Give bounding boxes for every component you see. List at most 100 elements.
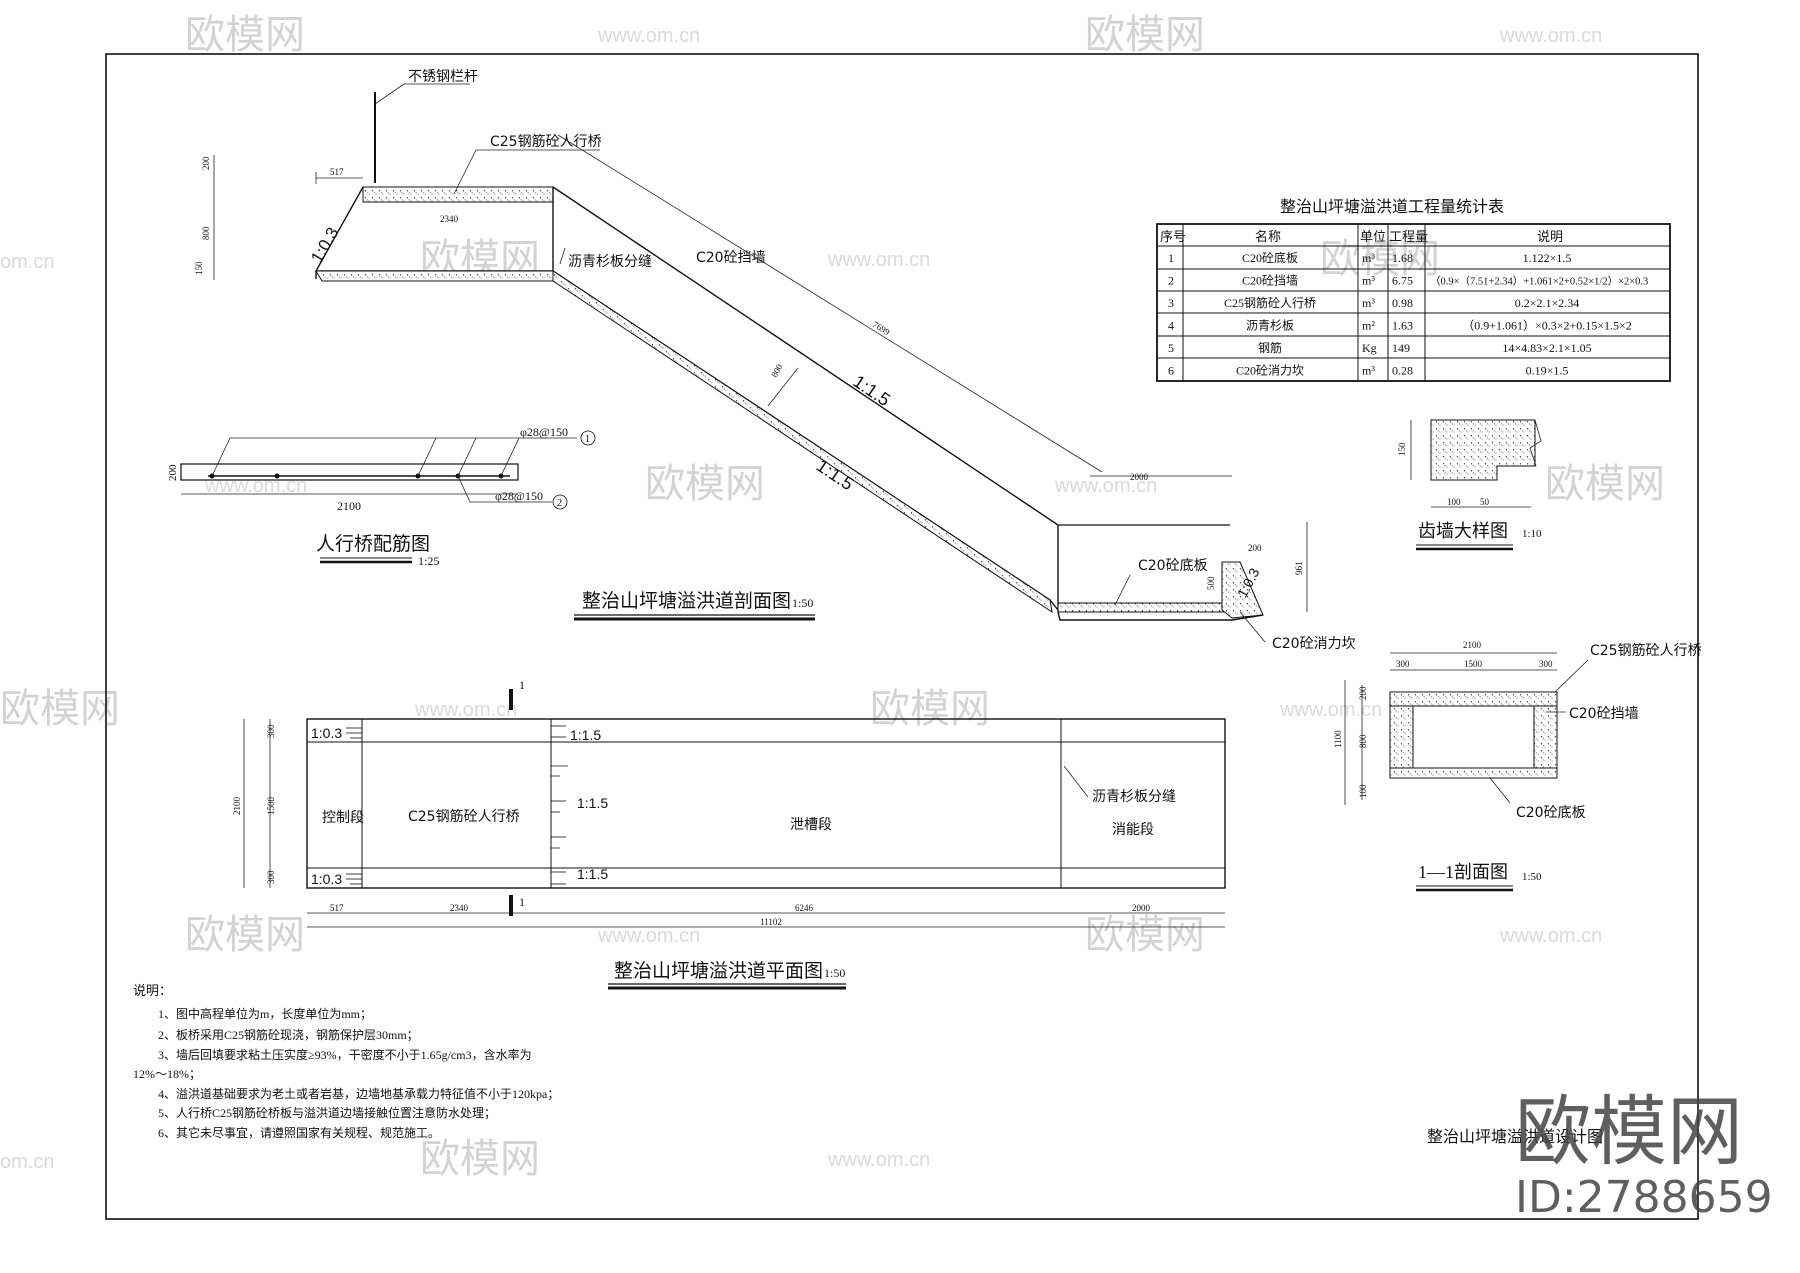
table-header: 工程量 xyxy=(1389,229,1428,244)
table-header: 单位 xyxy=(1360,229,1386,244)
watermark-url: www.om.cn xyxy=(1054,475,1157,497)
rebar-bar1: φ28@150 xyxy=(520,425,568,439)
plan-chute-label: 泄槽段 xyxy=(790,817,832,833)
table-cell: （0.9×（7.51+2.34）+1.061×2+0.52×1/2）×2×0.3 xyxy=(1430,276,1648,288)
note-line: 3、墙后回填要求粘土压实度≥93%，干密度不小于1.65g/cm3，含水率为 xyxy=(158,1047,532,1062)
table-cell: （0.9+1.061）×0.3×2+0.15×1.5×2 xyxy=(1462,319,1632,333)
cs-bridge-label: C25钢筋砼人行桥 xyxy=(1590,642,1702,659)
rebar-bar2: φ28@150 xyxy=(495,489,543,503)
dimension-text: 517 xyxy=(330,167,344,177)
table-cell: m² xyxy=(1362,319,1375,333)
table-cell: 14×4.83×2.1×1.05 xyxy=(1502,341,1591,355)
plan-outline xyxy=(306,718,1226,889)
note-line: 6、其它未尽事宜，请遵照国家有关规程、规范施工。 xyxy=(158,1125,440,1140)
rebar-num: 2 xyxy=(557,498,562,509)
dimension-text: 517 xyxy=(330,903,344,913)
table-header: 序号 xyxy=(1160,229,1186,244)
watermark-url: www.om.cn xyxy=(597,25,700,47)
dimension-text: 300 xyxy=(1539,659,1553,669)
table-cell: C20砼消力坎 xyxy=(1236,364,1304,378)
watermark-url: www.om.cn xyxy=(414,699,517,721)
watermark-brand: 欧模网 xyxy=(420,1136,540,1182)
dimension-text: 200 xyxy=(1248,543,1262,553)
dissipator-block xyxy=(1221,561,1264,619)
dimension-text: 2000 xyxy=(1132,903,1151,913)
table-cell: 1.63 xyxy=(1392,319,1413,333)
watermark-url: www.om.cn xyxy=(1279,699,1382,721)
table-title: 整治山坪塘溢洪道工程量统计表 xyxy=(1280,198,1504,216)
dimension-text: 2340 xyxy=(440,214,459,224)
table-cell: Kg xyxy=(1362,341,1377,355)
table-cell: C20砼挡墙 xyxy=(1242,274,1298,288)
dimension-text: 961 xyxy=(1294,562,1304,576)
dimension-text: 2100 xyxy=(337,499,361,513)
watermark-brand: 欧模网 xyxy=(1085,12,1205,58)
slope-label: 1:1.5 xyxy=(577,866,608,882)
table-cell: 0.28 xyxy=(1392,364,1413,378)
table-cell: 149 xyxy=(1392,341,1410,355)
wall-label: C20砼挡墙 xyxy=(696,250,766,266)
section-title: 整治山坪塘溢洪道剖面图 xyxy=(582,590,791,612)
plan-title: 整治山坪塘溢洪道平面图 xyxy=(614,960,823,982)
cs-title: 1—1剖面图 xyxy=(1418,862,1508,882)
plan-view: 1:0.3 1:0.3 1:1.5 1:1.5 1:1.5 控制段 C25钢筋砼… xyxy=(232,678,1226,990)
note-line: 4、溢洪道基础要求为老土或者岩基，边墙地基承载力特征值不小于120kpa； xyxy=(158,1086,559,1101)
rebar-diagram: φ28@150 1 φ28@150 2 2100 200 人行桥配筋图 1:25 xyxy=(167,425,596,568)
watermark-brand: 欧模网 xyxy=(645,461,765,507)
quantity-table: 整治山坪塘溢洪道工程量统计表 序号 名称 单位 工程量 说明 xyxy=(1156,198,1671,382)
plan-joint-label: 沥青杉板分缝 xyxy=(1092,789,1176,805)
table-cell: 1.68 xyxy=(1392,251,1413,265)
watermark-url: www.om.cn xyxy=(827,1149,930,1171)
note-line: 12%～18%； xyxy=(133,1067,201,1081)
dimension-text: 50 xyxy=(1480,497,1490,507)
cs-right-wall xyxy=(1533,705,1558,775)
dimension-text: 800 xyxy=(769,362,785,379)
table-cell: m³ xyxy=(1362,274,1375,288)
watermark-brand: 欧模网 xyxy=(1320,236,1440,282)
dimension-text: 7699 xyxy=(871,319,892,337)
table-cell: m³ xyxy=(1362,251,1375,265)
dimension-text: 2100 xyxy=(1463,640,1482,650)
slope-label: 1:1.5 xyxy=(577,795,608,811)
table-cell: m³ xyxy=(1362,364,1375,378)
cs-scale: 1:50 xyxy=(1522,871,1542,883)
cs-floor-label: C20砼底板 xyxy=(1516,805,1586,821)
railing-label: 不锈钢栏杆 xyxy=(408,69,478,85)
table-cell: 6.75 xyxy=(1392,274,1413,288)
slope-label: 1:0.3 xyxy=(311,871,342,887)
cut-mark: 1 xyxy=(519,678,525,692)
drawing-border xyxy=(105,53,1699,1220)
dimension-text: 200 xyxy=(1358,686,1368,700)
dimension-text: 300 xyxy=(1396,659,1410,669)
note-line: 1、图中高程单位为m，长度单位为mm； xyxy=(158,1006,372,1021)
dimension-text: 1500 xyxy=(1464,659,1483,669)
dimension-text: 2000 xyxy=(1130,472,1149,482)
dimension-text: 150 xyxy=(194,261,204,275)
tooth-detail: 150 100 50 齿墙大样图 1:10 xyxy=(1397,419,1542,551)
watermark-url: om.cn xyxy=(0,251,54,273)
dimension-text: 300 xyxy=(266,870,276,884)
watermark-brand: 欧模网 xyxy=(185,912,305,958)
dimension-text: 150 xyxy=(1397,442,1407,456)
bridge-label: C25钢筋砼人行桥 xyxy=(490,133,602,150)
dimension-text: 2100 xyxy=(232,797,242,816)
slope-label: 1:0.3 xyxy=(311,725,342,741)
table-cell: m³ xyxy=(1362,296,1375,310)
watermark-brand: 欧模网 xyxy=(185,12,305,58)
rebar-slab xyxy=(180,463,519,481)
table-cell: 0.2×2.1×2.34 xyxy=(1515,296,1580,310)
dimension-text: 100 xyxy=(1358,784,1368,798)
watermark-url: www.om.cn xyxy=(1499,25,1602,47)
table-cell: 沥青杉板 xyxy=(1246,319,1294,333)
watermark-url: www.om.cn xyxy=(597,925,700,947)
slope-label: 1:1.5 xyxy=(570,727,601,743)
watermark-url: www.om.cn xyxy=(827,249,930,271)
table-cell: C20砼底板 xyxy=(1242,250,1298,265)
watermark-url: om.cn xyxy=(0,1151,54,1173)
notes: 说明： 1、图中高程单位为m，长度单位为mm； 2、板桥采用C25钢筋砼现浇，钢… xyxy=(133,983,559,1140)
dimension-text: 2340 xyxy=(450,903,469,913)
watermark-id: ID:2788659 xyxy=(1515,1172,1773,1223)
plan-scale: 1:50 xyxy=(824,966,845,980)
table-header: 名称 xyxy=(1255,229,1281,244)
